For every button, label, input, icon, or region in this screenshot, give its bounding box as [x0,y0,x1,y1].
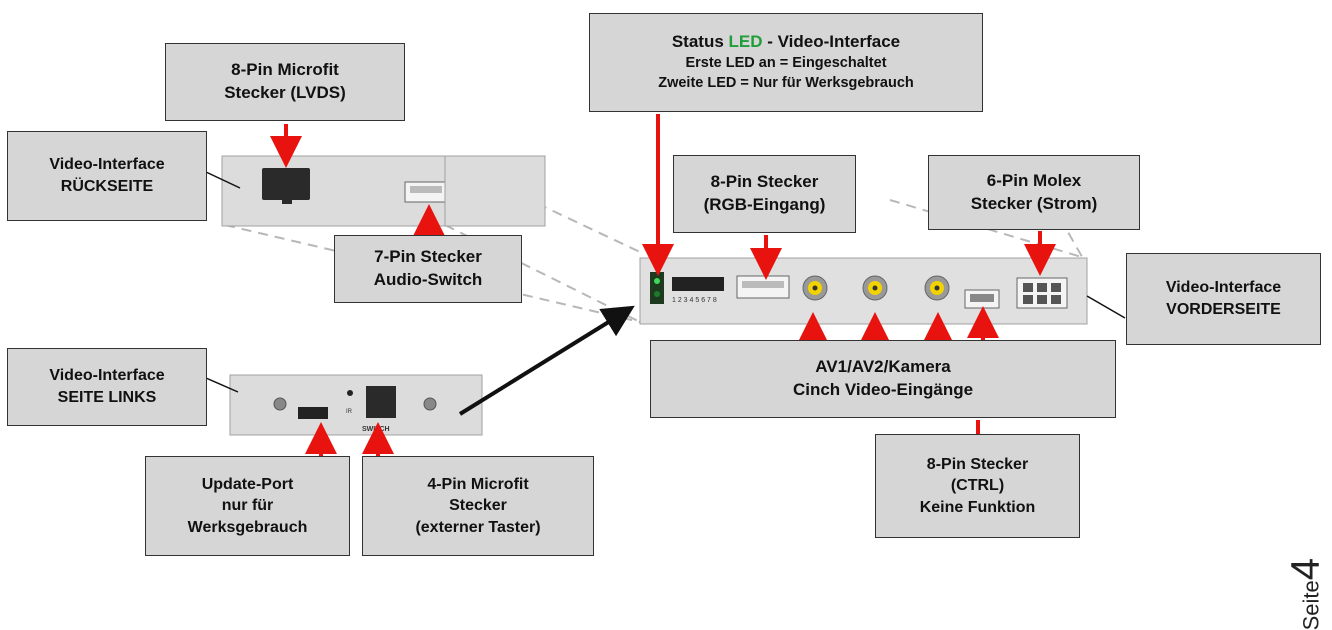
label-update-port: Update-Port nur für Werksgebrauch [145,456,350,556]
left-panel-body [229,374,483,436]
left-side-panel: IR SWITCH [229,374,483,436]
leader-lines [205,171,1126,393]
label-ctrl-line2: (CTRL) [950,477,1005,495]
status-line2: Erste LED an = Eingeschaltet [685,55,887,72]
label-cinch-inputs: AV1/AV2/Kamera Cinch Video-Eingänge [650,340,1116,418]
label-lvds-line1: 8-Pin Microfit [231,60,339,80]
label-molex-line1: 6-Pin Molex [986,170,1082,190]
label-cinch-line1: AV1/AV2/Kamera [815,357,951,377]
label-left-line1: Video-Interface [49,367,165,385]
page-number: Seite4 [1283,558,1328,630]
status-title-before: Status [671,32,729,52]
label-back-line1: Video-Interface [49,156,165,174]
label-left-line2: SEITE LINKS [57,389,157,406]
label-rear-side: Video-Interface RÜCKSEITE [7,131,207,221]
label-audio-line2: Audio-Switch [373,270,483,289]
svg-text:IR: IR [346,409,353,415]
svg-text:SWITCH: SWITCH [362,426,390,433]
label-front-line2: VORDERSEITE [1166,301,1281,318]
page-number-digit: 4 [1283,558,1327,581]
svg-text:1 2 3 4 5 6 7 8: 1 2 3 4 5 6 7 8 [672,297,717,304]
label-update-line1: Update-Port [201,475,294,493]
label-lvds-connector: 8-Pin Microfit Stecker (LVDS) [165,43,405,121]
lvds-connector [262,168,310,200]
label-update-line2: nur für [221,497,274,515]
label-status-led: Status LED - Video-Interface Erste LED a… [589,13,983,112]
label-ctrl-line3: Keine Funktion [919,498,1036,516]
label-rgb-line1: 8-Pin Stecker [710,172,819,192]
label-taster-line1: 4-Pin Microfit [427,475,529,493]
update-port [298,407,328,419]
diagram-graphics: 1 2 3 4 5 6 7 8 IR SWITCH [205,114,1126,456]
label-front-line1: Video-Interface [1165,279,1282,297]
status-led-strip [650,272,664,304]
page-word: Seite [1298,580,1323,630]
dip-switch-block [672,277,724,291]
rear-panel [221,155,546,227]
status-title-led: LED [728,32,763,52]
label-taster-line3: (externer Taster) [415,518,541,536]
switch-connector [366,386,396,418]
label-cinch-line2: Cinch Video-Eingänge [792,380,974,399]
label-ctrl-connector: 8-Pin Stecker (CTRL) Keine Funktion [875,434,1080,538]
label-external-button: 4-Pin Microfit Stecker (externer Taster) [362,456,594,556]
red-arrows [270,114,1056,456]
connection-arrow [458,305,635,416]
status-title: Status LED - Video-Interface [672,31,900,54]
label-left-side: Video-Interface SEITE LINKS [7,348,207,426]
label-rgb-line2: (RGB-Eingang) [703,195,826,214]
label-lvds-line2: Stecker (LVDS) [224,83,346,102]
label-taster-line2: Stecker [449,497,507,515]
label-audio-switch: 7-Pin Stecker Audio-Switch [334,235,522,303]
front-panel: 1 2 3 4 5 6 7 8 [639,257,1088,325]
label-molex-connector: 6-Pin Molex Stecker (Strom) [928,155,1140,230]
label-front-side: Video-Interface VORDERSEITE [1126,253,1321,345]
status-line3: Zweite LED = Nur für Werksgebrauch [658,74,914,91]
label-audio-line1: 7-Pin Stecker [374,247,482,267]
label-rgb-connector: 8-Pin Stecker (RGB-Eingang) [673,155,856,233]
label-update-line3: Werksgebrauch [187,518,308,536]
status-title-after: - Video-Interface [762,32,901,52]
label-ctrl-line1: 8-Pin Stecker [926,455,1029,473]
label-molex-line2: Stecker (Strom) [970,193,1098,213]
label-back-line2: RÜCKSEITE [60,178,154,195]
